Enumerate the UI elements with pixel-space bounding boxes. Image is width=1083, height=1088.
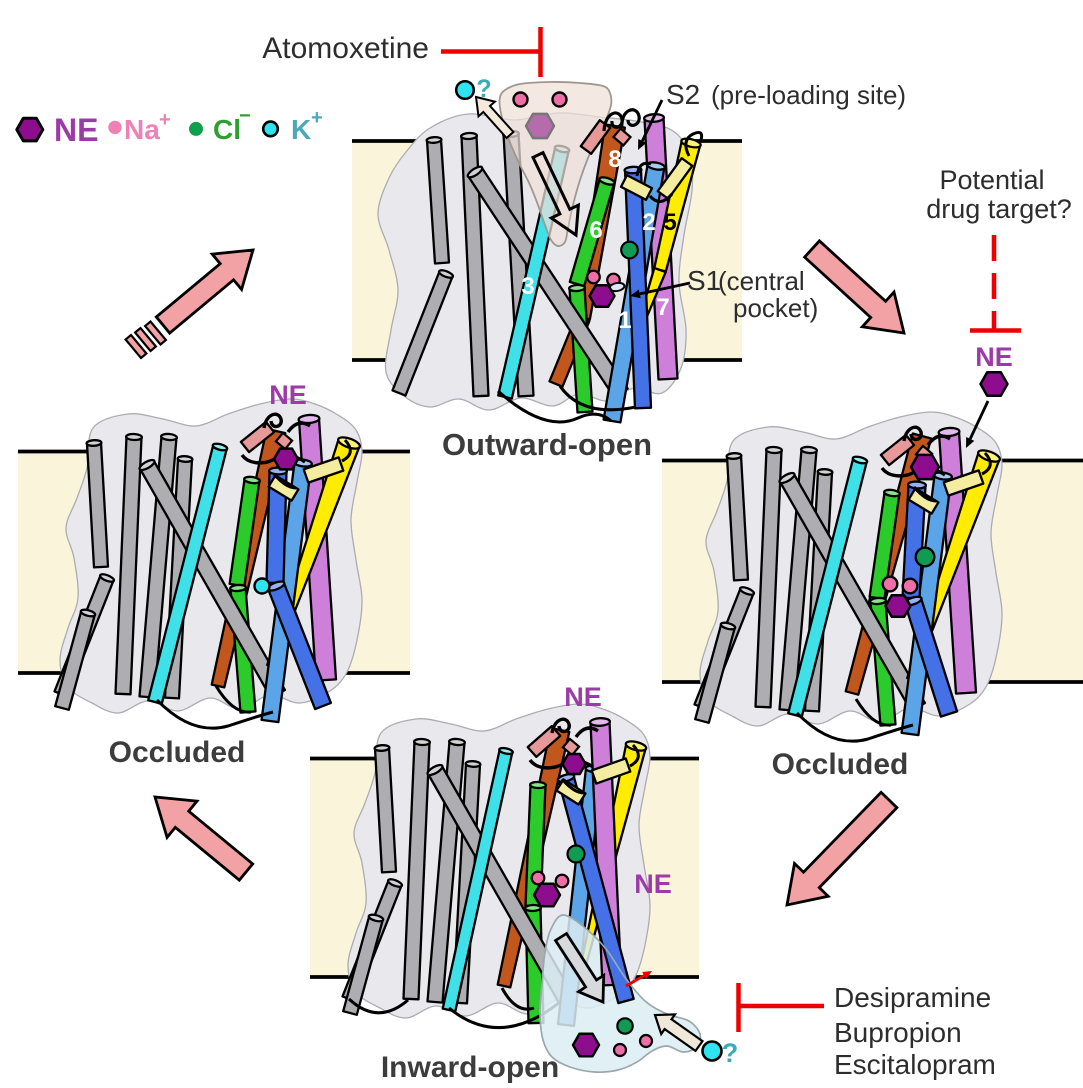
svg-text:Escitalopram: Escitalopram — [834, 1049, 996, 1080]
svg-text:NE: NE — [564, 682, 602, 712]
svg-text:7: 7 — [656, 294, 669, 321]
svg-text:drug target?: drug target? — [926, 194, 1072, 224]
svg-text:Potential: Potential — [939, 165, 1044, 195]
svg-text:Outward-open: Outward-open — [442, 427, 652, 462]
svg-text:(central: (central — [718, 266, 805, 296]
svg-text:S2: S2 — [666, 79, 700, 110]
svg-text:2: 2 — [642, 209, 655, 236]
svg-text:Cl: Cl — [213, 114, 241, 145]
svg-text:Atomoxetine: Atomoxetine — [262, 32, 429, 65]
svg-text:−: − — [239, 105, 251, 127]
svg-text:1: 1 — [618, 307, 631, 334]
svg-text:?: ? — [722, 1038, 739, 1068]
svg-text:3: 3 — [521, 273, 534, 300]
svg-text:8: 8 — [608, 146, 621, 173]
svg-text:(pre-loading site): (pre-loading site) — [711, 80, 906, 110]
svg-text:Na: Na — [124, 114, 160, 145]
svg-text:pocket): pocket) — [733, 293, 818, 323]
svg-text:NE: NE — [269, 380, 307, 410]
svg-text:Occluded: Occluded — [772, 748, 909, 781]
svg-text:NE: NE — [54, 112, 98, 148]
svg-text:Bupropion: Bupropion — [834, 1017, 962, 1048]
svg-text:Inward-open: Inward-open — [381, 1051, 559, 1083]
svg-text:6: 6 — [589, 217, 602, 244]
svg-text:+: + — [311, 107, 323, 129]
svg-text:5: 5 — [663, 209, 676, 236]
svg-text:S1: S1 — [687, 265, 721, 296]
svg-text:?: ? — [476, 75, 491, 103]
svg-text:Desipramine: Desipramine — [834, 982, 991, 1013]
svg-text:K: K — [291, 114, 311, 145]
svg-text:+: + — [159, 109, 171, 131]
svg-text:NE: NE — [634, 869, 672, 899]
svg-text:Occluded: Occluded — [109, 736, 246, 769]
svg-text:NE: NE — [975, 342, 1013, 372]
